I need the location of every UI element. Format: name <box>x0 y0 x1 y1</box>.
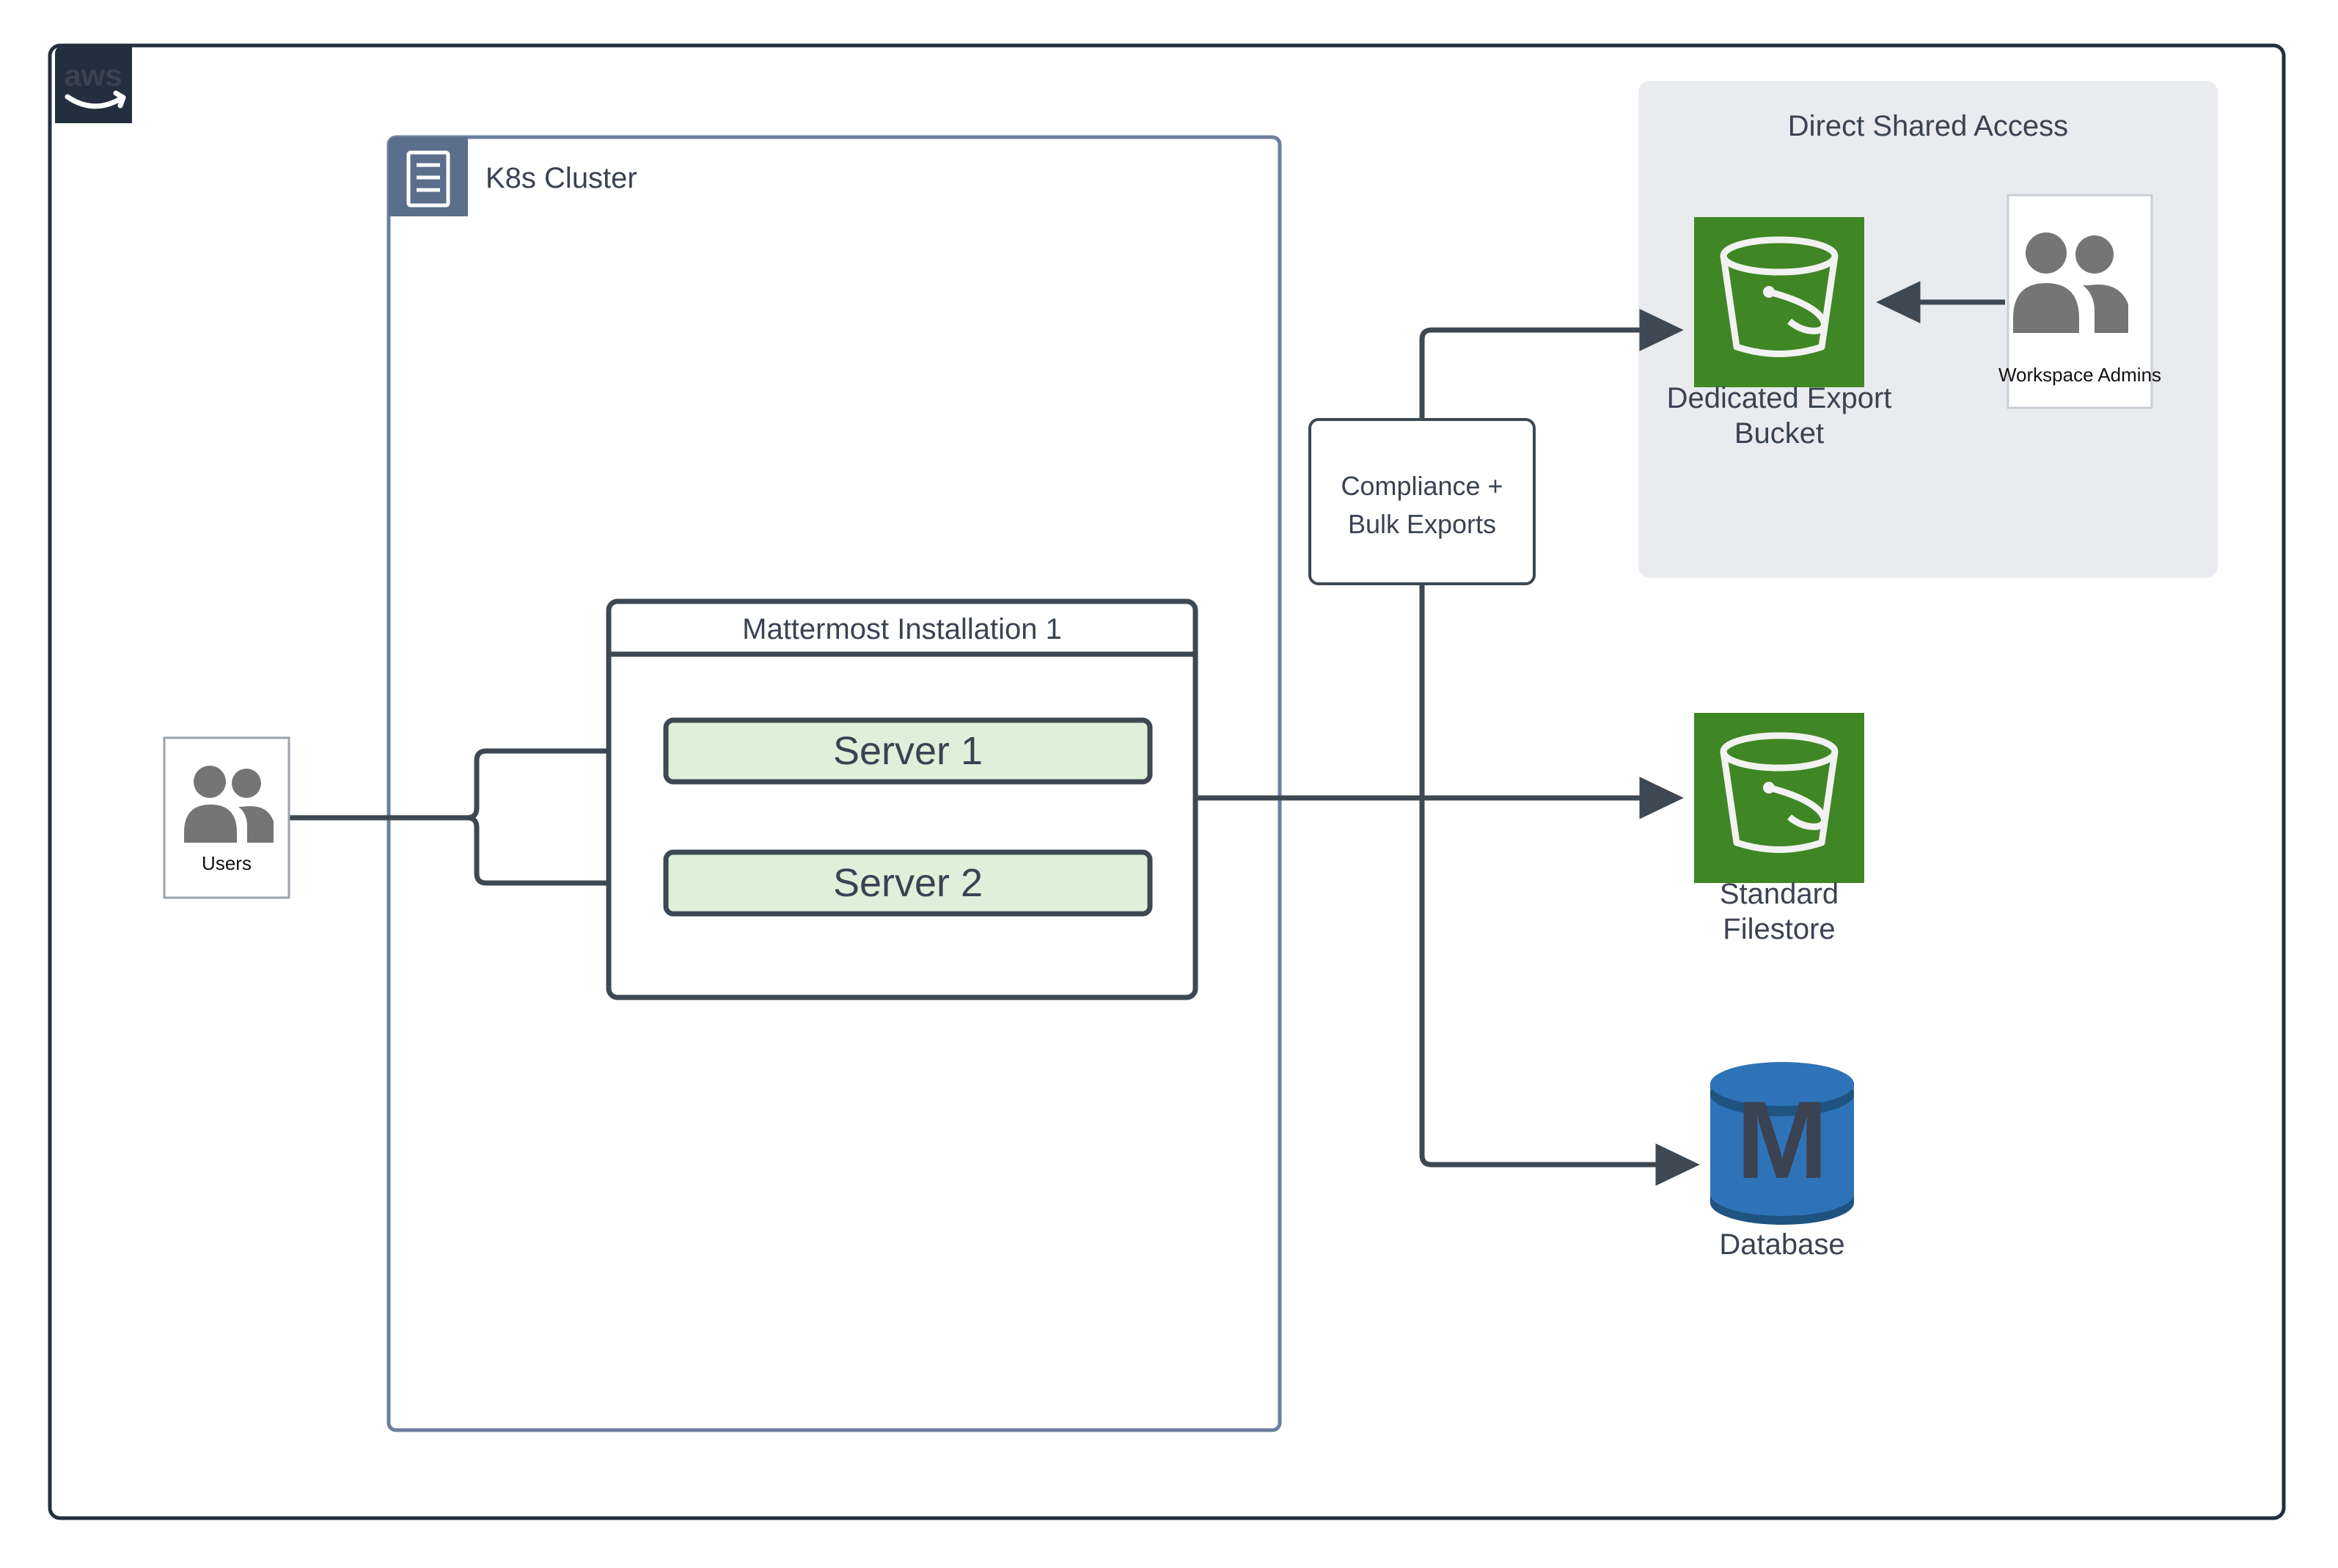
aws-logo-badge: aws <box>55 45 132 123</box>
container-mattermost-installation-1: Mattermost Installation 1 <box>606 598 1198 1000</box>
server-rack-icon <box>406 150 450 208</box>
aws-wordmark: aws <box>64 58 122 92</box>
node-label-standard-filestore-line-1: Standard <box>1720 878 1839 910</box>
container-label-mattermost-installation-1: Mattermost Installation 1 <box>742 613 1062 645</box>
edge-users-to-servers <box>289 730 656 904</box>
node-server-2[interactable]: Server 2 <box>663 849 1153 917</box>
edge-compliance-to-database <box>1419 584 1700 1186</box>
node-label-server-1: Server 1 <box>833 729 983 773</box>
node-label-standard-filestore-line-2: Filestore <box>1723 913 1835 945</box>
node-users[interactable]: Users <box>163 736 290 899</box>
cluster-k8s: K8s Cluster <box>386 135 1282 1432</box>
node-server-1[interactable]: Server 1 <box>663 717 1153 785</box>
node-label-compliance-line-2: Bulk Exports <box>1348 509 1496 539</box>
mattermost-database-icon: M <box>1710 1062 1854 1225</box>
users-icon <box>2013 232 2128 333</box>
node-dedicated-export-bucket[interactable]: Dedicated Export Bucket <box>1667 217 1892 450</box>
node-compliance-bulk-exports[interactable]: Compliance + Bulk Exports <box>1308 418 1536 585</box>
group-label-direct-shared-access: Direct Shared Access <box>1788 110 2068 142</box>
cluster-label-k8s: K8s Cluster <box>485 162 637 194</box>
s3-bucket-icon <box>1720 732 1839 853</box>
s3-bucket-icon <box>1720 236 1839 357</box>
node-label-workspace-admins: Workspace Admins <box>1998 364 2161 386</box>
edges-layer <box>289 281 2005 1186</box>
users-icon <box>184 766 274 843</box>
node-label-users: Users <box>202 852 252 874</box>
database-glyph-m: M <box>1737 1078 1828 1201</box>
aws-cloud-boundary <box>48 43 2286 1520</box>
node-label-compliance-line-1: Compliance + <box>1341 471 1503 501</box>
node-label-server-2: Server 2 <box>833 861 983 905</box>
node-label-database: Database <box>1719 1228 1844 1261</box>
node-label-dedicated-export-bucket-line-2: Bucket <box>1734 417 1824 450</box>
edge-compliance-to-dedicated-export-bucket <box>1419 309 1684 420</box>
node-database[interactable]: M Database <box>1710 1062 1854 1261</box>
node-workspace-admins[interactable]: Workspace Admins <box>1998 194 2161 409</box>
node-label-dedicated-export-bucket-line-1: Dedicated Export <box>1667 382 1892 414</box>
node-standard-filestore[interactable]: Standard Filestore <box>1694 713 1864 945</box>
